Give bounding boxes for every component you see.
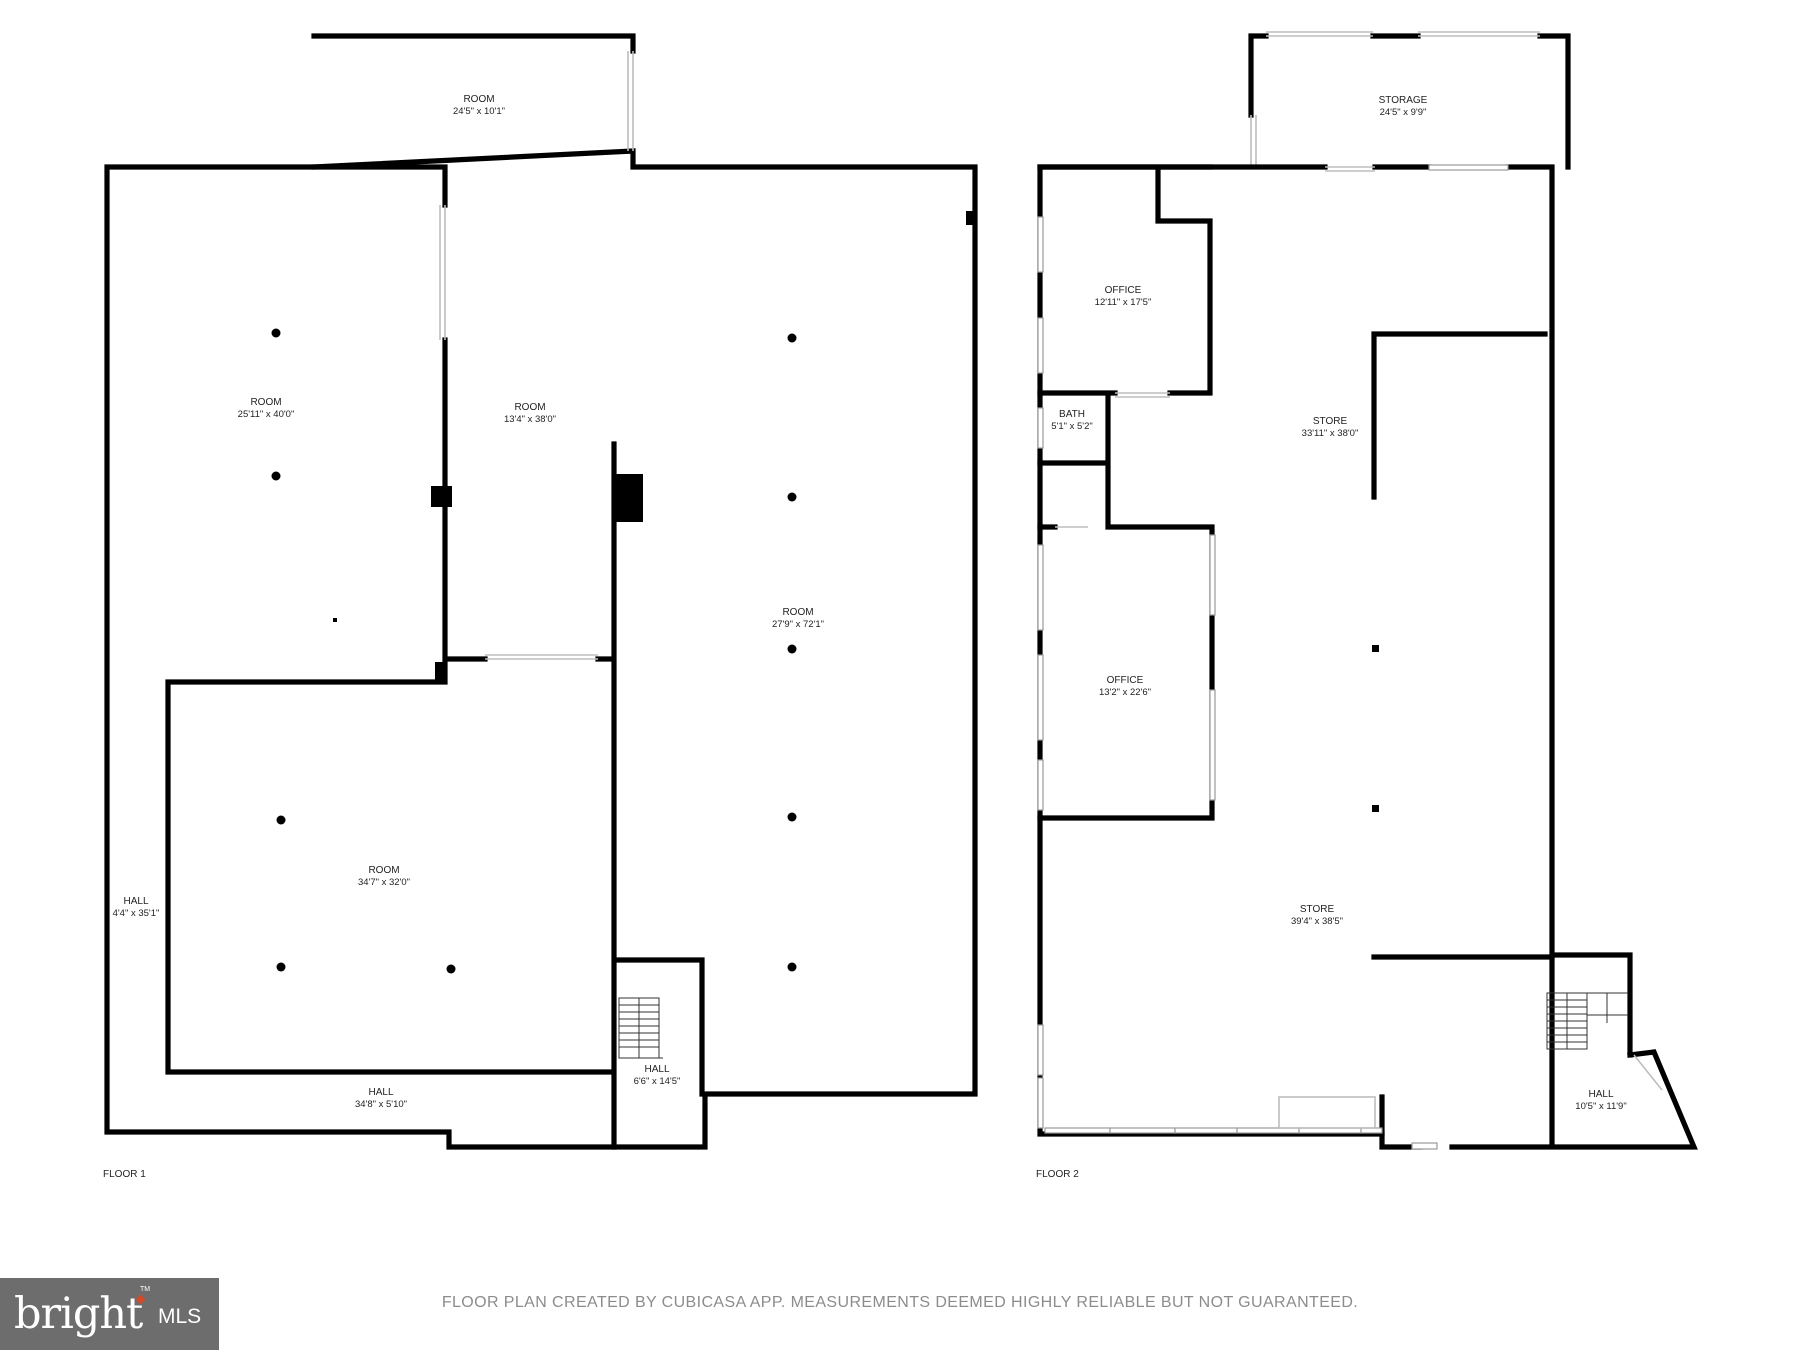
floor-2-interior-walls [1037, 164, 1555, 1137]
bright-mls-logo: bright TM MLS [0, 1278, 219, 1350]
window [1428, 164, 1509, 171]
storage-walls [1248, 33, 1571, 170]
room-dimensions: 25'11" x 40'0" [238, 409, 295, 420]
disclaimer-text: FLOOR PLAN CREATED BY CUBICASA APP. MEAS… [441, 1294, 1359, 1311]
door-threshold [1411, 1142, 1438, 1150]
floor-1-plan: ROOM 24'5" x 10'1" ROOM 25'11" x 40'0" R… [103, 33, 978, 1180]
logo-trademark: TM [140, 1286, 151, 1293]
room-label: HALL [644, 1064, 669, 1075]
ceiling-light-icon [787, 962, 797, 972]
floor-2-openings [1055, 392, 1170, 528]
window [1109, 1127, 1176, 1134]
staircase-icon [618, 997, 663, 1059]
room-label: ROOM [463, 94, 494, 105]
room-label: ROOM [250, 397, 281, 408]
room-dimensions: 13'4" x 38'0" [504, 414, 556, 425]
window [1037, 544, 1044, 631]
pillar [435, 662, 447, 684]
window [1037, 216, 1044, 273]
room-dimensions: 33'11" x 38'0" [1302, 428, 1359, 439]
logo-word: bright [14, 1289, 143, 1339]
room-label: STORE [1313, 416, 1348, 427]
room-label: BATH [1059, 409, 1085, 420]
floor-2-outer-wall [1037, 164, 1698, 1150]
room-label: STORAGE [1379, 95, 1428, 106]
pillar [431, 486, 452, 507]
room-label: ROOM [514, 402, 545, 413]
window [1037, 317, 1044, 374]
window [1209, 689, 1216, 801]
pillar [966, 211, 975, 225]
window [1044, 1127, 1111, 1134]
window [1037, 1077, 1044, 1129]
room-label: OFFICE [1105, 285, 1142, 296]
pillar [1372, 645, 1379, 652]
room-label: ROOM [368, 865, 399, 876]
room-dimensions: 4'4" x 35'1" [113, 908, 160, 919]
room-dimensions: 5'1" x 5'2" [1051, 421, 1093, 432]
room-dimensions: 27'9" x 72'1" [772, 619, 824, 630]
ceiling-light-icon [787, 333, 797, 343]
room-dimensions: 39'4" x 38'5" [1291, 916, 1343, 927]
hall-door [1633, 1054, 1663, 1091]
ceiling-light-icon [787, 644, 797, 654]
ceiling-light-icon [271, 328, 281, 338]
floor-1-opening [439, 205, 446, 340]
counter [1278, 1096, 1376, 1129]
floor-1-outer-wall [104, 33, 978, 1150]
pillar [615, 474, 643, 522]
room-label: HALL [1588, 1089, 1613, 1100]
room-dimensions: 34'7" x 32'0" [358, 877, 410, 888]
room-label: OFFICE [1107, 675, 1144, 686]
window [1037, 407, 1044, 449]
ceiling-light-icon [787, 812, 797, 822]
storage-doors [1250, 31, 1540, 167]
room-dimensions: 10'5" x 11'9" [1575, 1101, 1626, 1112]
window [1037, 654, 1044, 741]
logo-suffix: MLS [158, 1305, 202, 1328]
room-label: HALL [368, 1087, 393, 1098]
pillar [1372, 805, 1379, 812]
floor-1-interior-walls [165, 164, 705, 1150]
staircase-icon [1546, 992, 1628, 1050]
window [1037, 759, 1044, 811]
room-dimensions: 6'6" x 14'5" [634, 1076, 681, 1087]
floor-2-plan: STORAGE 24'5" x 9'9" OFFICE 12'11" x 17'… [1036, 31, 1698, 1180]
room-dimensions: 24'5" x 9'9" [1380, 107, 1427, 118]
ceiling-light-icon [276, 962, 286, 972]
room-dimensions: 12'11" x 17'5" [1095, 297, 1152, 308]
window [1174, 1127, 1238, 1134]
window [1209, 534, 1216, 616]
room-dimensions: 34'8" x 5'10" [355, 1099, 407, 1110]
room-dimensions: 24'5" x 10'1" [453, 106, 505, 117]
window [1037, 1024, 1044, 1076]
floor-label: FLOOR 1 [103, 1169, 146, 1180]
ceiling-light-icon [787, 492, 797, 502]
room-label: STORE [1300, 904, 1335, 915]
floor-label: FLOOR 2 [1036, 1169, 1079, 1180]
floor-2-door [1325, 166, 1375, 172]
ceiling-light-icon [276, 815, 286, 825]
floor-1-top-door [627, 51, 634, 151]
room-label: HALL [123, 896, 148, 907]
room-label: ROOM [782, 607, 813, 618]
ceiling-light-icon [446, 964, 456, 974]
outlet-icon [333, 618, 337, 622]
room-dimensions: 13'2" x 22'6" [1099, 687, 1151, 698]
floor-1-opening [485, 654, 598, 660]
ceiling-light-icon [271, 471, 281, 481]
